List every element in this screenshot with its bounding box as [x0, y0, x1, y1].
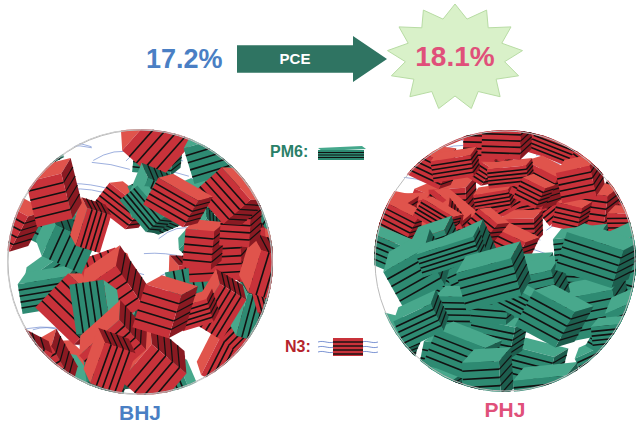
material-label: PM6: [270, 143, 308, 161]
crystal-block [633, 173, 641, 208]
crystal-block [0, 360, 87, 433]
pm6-icon [318, 146, 366, 160]
morphology-circle-outline [7, 129, 273, 395]
crystal-block [515, 278, 594, 355]
crystal-block [38, 49, 116, 128]
crystal-block [23, 158, 85, 227]
crystal-block [351, 98, 405, 147]
heading: BHJ [119, 401, 161, 424]
crystal-block [554, 153, 607, 204]
crystal-block [14, 329, 84, 402]
crystal-block [610, 357, 641, 419]
morphology-circle-outline [374, 130, 636, 392]
crystal-block [182, 219, 225, 271]
crystal-block [613, 117, 641, 176]
value-text: 18.1% [415, 42, 494, 73]
crystal-block [365, 369, 424, 405]
bhj-morphology [0, 39, 342, 433]
crystal-block [190, 364, 272, 433]
crystal-block [201, 369, 278, 433]
pce-arrow-outline [237, 36, 387, 82]
morphology-circle: PHJ [374, 130, 636, 392]
crystal-block [0, 42, 84, 132]
crystal-block [205, 383, 256, 433]
crystal-block [399, 112, 437, 154]
crystal-block [0, 339, 14, 395]
crystal-block [245, 66, 308, 122]
crystal-block [352, 108, 398, 141]
crystal-block [429, 147, 481, 183]
crystal-block [321, 339, 408, 415]
crystal-block [604, 135, 641, 186]
crystal-block [143, 168, 213, 232]
crystal-block [0, 320, 57, 377]
crystal-block [481, 116, 532, 160]
crystal-block [555, 219, 641, 292]
crystal-block [431, 108, 477, 136]
crystal-block [228, 344, 292, 411]
crystal-block [250, 139, 312, 207]
value-text: PCE [280, 51, 311, 68]
crystal-block [590, 313, 641, 350]
heading: PHJ [485, 398, 526, 421]
material-label: N3: [285, 338, 311, 356]
crystal-block [513, 170, 556, 212]
crystal-block [461, 347, 514, 404]
phj-morphology [321, 66, 641, 428]
crystal-block [344, 370, 408, 428]
crystal-block [389, 290, 453, 349]
pce-arrow: PCE [237, 36, 387, 82]
crystal-block [381, 110, 437, 168]
crystal-block [203, 386, 274, 433]
crystal-block [132, 272, 197, 342]
n3-icon [318, 338, 378, 356]
crystal-block [260, 351, 307, 390]
morphology-circle: BHJ [7, 129, 273, 395]
crystal-block [452, 241, 534, 311]
crystal-block [0, 336, 18, 393]
starburst: 18.1% [387, 4, 523, 110]
crystal-block [6, 81, 66, 128]
pce-value: 17.2% [146, 44, 223, 75]
crystal-block [0, 329, 57, 400]
crystal-block [355, 109, 422, 168]
